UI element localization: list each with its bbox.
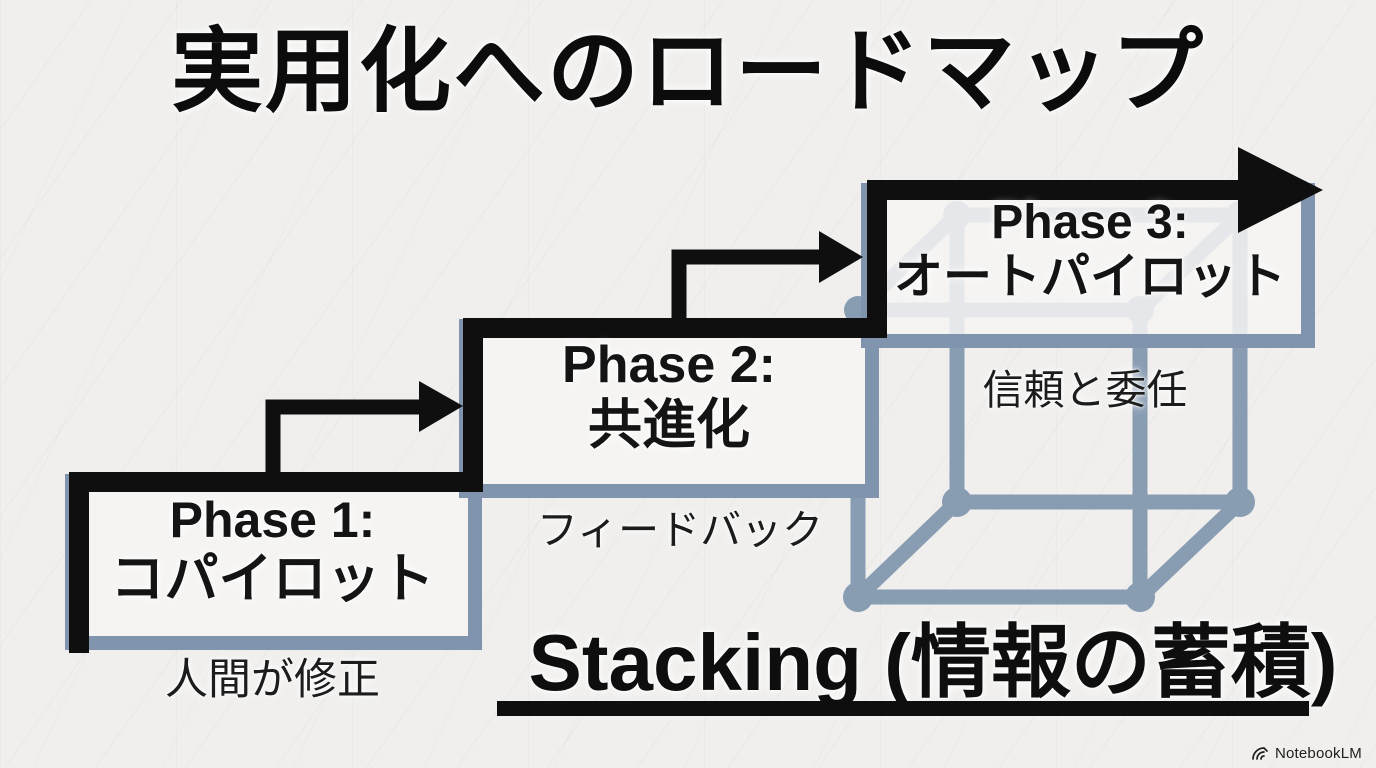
phase-3-label-line: Phase 3: [991,196,1189,249]
phase-1-name: コパイロット [110,548,435,609]
phase-1-label: Phase 1: コパイロット [85,492,460,610]
step-2-line [463,318,874,492]
phase-1-label-line: Phase 1: [169,492,376,548]
final-arrowhead-icon [1238,147,1323,233]
phase-2-name: 共進化 [588,394,750,455]
step-3-line [867,180,1242,338]
watermark: NotebookLM [1251,745,1362,762]
phase-2-label: Phase 2: 共進化 [478,336,860,456]
notebooklm-logo-icon [1252,747,1268,760]
watermark-label: NotebookLM [1274,745,1362,762]
arrow-2-icon [671,231,863,327]
phase-3-label: Phase 3: オートパイロット [880,196,1300,306]
arrow-1-icon [265,381,463,481]
stacking-underline [497,701,1309,716]
phase-3-caption: 信頼と委任 [982,367,1188,413]
phase-1-caption: 人間が修正 [165,656,380,704]
phase-2-box [459,319,879,498]
stacking-heading: Stacking (情報の蓄積) [528,618,1338,707]
step-1-line [69,472,474,653]
slide-title: 実用化へのロードマップ [170,21,1205,123]
phase-3-name: オートパイロット [893,250,1286,305]
phase-2-label-line: Phase 2: [562,336,776,394]
phase-2-caption: フィードバック [536,507,824,553]
